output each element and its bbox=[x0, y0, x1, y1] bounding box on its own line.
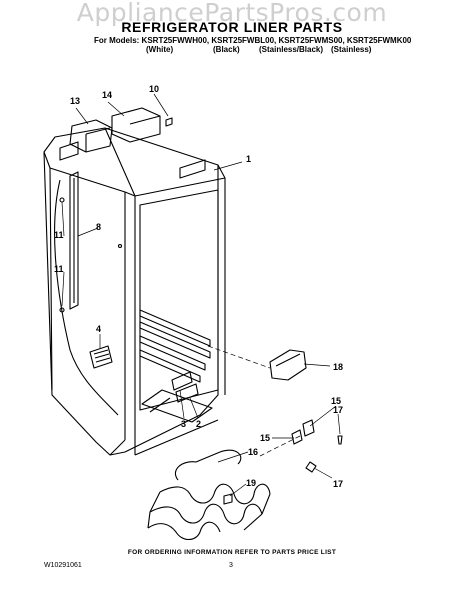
callout-2: 2 bbox=[196, 419, 201, 429]
clip-part-15-lower bbox=[291, 429, 303, 445]
callout-4: 4 bbox=[96, 324, 101, 334]
screw-part-10 bbox=[165, 117, 173, 127]
callout-15-upper: 15 bbox=[331, 396, 341, 406]
document-number: W10291061 bbox=[44, 562, 82, 569]
drain-heater bbox=[147, 449, 271, 541]
page-title: REFRIGERATOR LINER PARTS bbox=[121, 19, 343, 35]
callout-15-lower: 15 bbox=[260, 433, 270, 443]
callout-17-upper: 17 bbox=[333, 405, 343, 415]
ice-dispenser-cover bbox=[269, 349, 307, 381]
callout-13: 13 bbox=[70, 96, 80, 106]
screw-part-17-upper bbox=[337, 435, 343, 445]
callout-16: 16 bbox=[248, 447, 258, 457]
models-line: For Models: KSRT25FWWH00, KSRT25FWBL00, … bbox=[94, 36, 412, 45]
page-number: 3 bbox=[229, 562, 233, 569]
trim-strip bbox=[175, 383, 199, 403]
screw-part-11-upper bbox=[59, 197, 65, 203]
callout-10: 10 bbox=[149, 84, 159, 94]
refrigerator-liner bbox=[43, 127, 226, 456]
light-housing bbox=[69, 119, 113, 153]
watermark: AppliancePartsPros.com bbox=[76, 0, 388, 27]
rail-screw bbox=[117, 243, 123, 249]
shelf-rail bbox=[69, 171, 79, 310]
callout-1: 1 bbox=[246, 154, 251, 164]
callout-11-upper: 11 bbox=[54, 230, 64, 240]
clip-part-15-upper bbox=[302, 419, 315, 437]
callout-17-lower: 17 bbox=[333, 479, 343, 489]
callout-18: 18 bbox=[333, 362, 343, 372]
mounting-bracket bbox=[111, 107, 161, 143]
screw-part-19 bbox=[223, 493, 233, 505]
color-label-stainless-black: (Stainless/Black) bbox=[259, 45, 324, 54]
color-label-stainless: (Stainless) bbox=[331, 45, 372, 54]
color-label-white: (White) bbox=[146, 45, 174, 54]
trim-piece bbox=[171, 371, 193, 391]
callout-14: 14 bbox=[102, 90, 112, 100]
color-label-black: (Black) bbox=[213, 45, 240, 54]
screw-part-17-lower bbox=[305, 461, 317, 473]
callout-19: 19 bbox=[246, 478, 256, 488]
callout-11-lower: 11 bbox=[54, 264, 64, 274]
callout-3: 3 bbox=[181, 419, 186, 429]
callout-8: 8 bbox=[96, 222, 101, 232]
leader-lines bbox=[61, 93, 341, 497]
screw-part-11-lower bbox=[59, 307, 65, 313]
vent-grille bbox=[89, 345, 113, 369]
ordering-note: FOR ORDERING INFORMATION REFER TO PARTS … bbox=[127, 549, 337, 556]
